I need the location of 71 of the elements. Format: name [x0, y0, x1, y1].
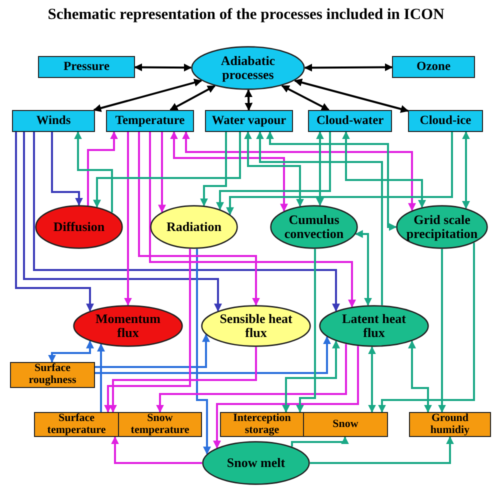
arrow — [97, 344, 105, 412]
variable-box: Cloud-ice — [408, 110, 483, 132]
arrow — [149, 132, 356, 308]
variable-box: Temperature — [106, 110, 194, 132]
variable-box: Ozone — [392, 56, 475, 78]
arrow — [170, 131, 288, 212]
process-ellipse: Latent heat flux — [319, 305, 429, 347]
arrow — [134, 63, 192, 72]
arrow — [15, 132, 94, 312]
arrow — [182, 131, 416, 212]
arrow — [462, 131, 470, 209]
variable-box: Cloud-water — [308, 110, 392, 132]
arrow — [23, 132, 222, 312]
arrow — [244, 131, 304, 207]
process-ellipse: Momentum flux — [73, 305, 183, 347]
process-ellipse: Radiation — [150, 205, 238, 249]
process-ellipse: Diffusion — [35, 205, 123, 249]
variable-box: Snow — [303, 412, 388, 437]
process-ellipse: Adiabatic processes — [191, 46, 305, 90]
process-ellipse: Cumulus convection — [270, 205, 358, 249]
arrow — [304, 63, 393, 72]
arrow — [408, 340, 432, 413]
arrow — [294, 78, 409, 113]
arrow — [438, 249, 446, 413]
arrow — [354, 230, 372, 306]
variable-box: Water vapour — [205, 110, 293, 132]
arrow — [316, 131, 324, 206]
arrow — [213, 346, 359, 449]
arrow — [216, 132, 331, 210]
arrow — [111, 436, 202, 464]
arrow — [87, 131, 118, 206]
arrow — [378, 242, 475, 413]
arrow — [95, 334, 210, 368]
variable-box: Winds — [12, 110, 95, 132]
variable-box: Surface roughness — [10, 362, 95, 388]
arrow — [226, 132, 453, 216]
arrow — [109, 347, 257, 413]
arrow — [281, 84, 330, 111]
arrow — [74, 131, 113, 212]
variable-box: Surface temperature — [34, 412, 119, 437]
arrow — [342, 131, 426, 208]
process-ellipse: Sensible heat flux — [201, 305, 311, 347]
diagram-title: Schematic representation of the processes included in ICON — [46, 6, 446, 24]
variable-box: Ground humidiy — [409, 412, 491, 437]
arrow — [51, 132, 83, 206]
variable-box: Pressure — [38, 56, 135, 78]
arrow — [291, 436, 349, 447]
arrow — [48, 340, 94, 363]
arrow — [33, 132, 340, 312]
arrow — [95, 336, 331, 374]
variable-box: Interception storage — [220, 412, 304, 437]
process-ellipse: Grid scale precipitation — [396, 205, 488, 249]
arrow — [170, 85, 216, 111]
arrow — [266, 131, 397, 231]
variable-box: Snow temperature — [118, 412, 202, 437]
arrow — [104, 248, 191, 413]
arrow — [368, 346, 376, 413]
arrow — [156, 344, 347, 413]
arrow — [256, 131, 383, 306]
arrow — [244, 89, 253, 111]
arrow — [200, 132, 227, 206]
arrow — [93, 132, 241, 208]
arrow — [196, 248, 211, 455]
arrow — [138, 132, 260, 306]
arrow — [124, 132, 132, 306]
arrow — [282, 340, 340, 413]
arrow — [296, 249, 316, 413]
arrow — [93, 78, 202, 112]
arrow — [310, 436, 454, 464]
process-ellipse: Snow melt — [202, 441, 310, 485]
arrow — [158, 132, 166, 213]
